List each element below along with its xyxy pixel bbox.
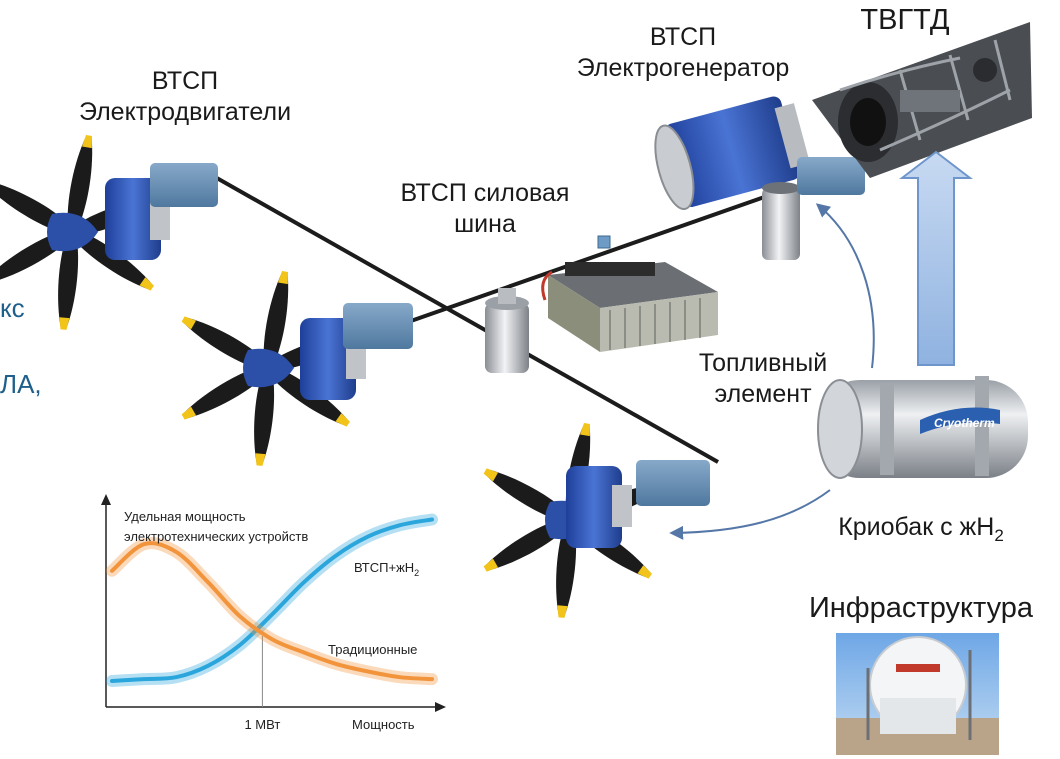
propeller-blade <box>67 134 93 233</box>
label-hts-bus-line-2: шина <box>454 210 516 239</box>
chart-ylabel-line-2: электротехнических устройств <box>124 529 308 544</box>
chart-series-name-hts: ВТСП+жН <box>354 560 414 575</box>
label-hts-bus-line-1: ВТСП силовая <box>400 179 570 207</box>
propeller-spinner <box>243 348 294 388</box>
propeller-spinner <box>47 212 98 252</box>
label-turbine: ТВГТД <box>860 4 950 36</box>
propeller-blade <box>58 231 79 330</box>
arrow-to-motor-3 <box>669 489 831 540</box>
propeller-blade <box>263 270 289 369</box>
label-hts-motors-line-1: ВТСП <box>151 67 219 95</box>
label-fuel-cell: Топливный элемент <box>678 348 848 411</box>
chart-series-label-hts: ВТСП+жН2 <box>354 560 419 578</box>
label-hts-bus: ВТСП силовая шина <box>380 178 590 241</box>
propeller-blade <box>254 367 275 466</box>
motor-unit-2 <box>181 270 413 466</box>
power-density-chart: Удельная мощность электротехнических уст… <box>101 494 446 732</box>
chart-series-label-traditional: Традиционные <box>328 642 417 657</box>
label-cryo-tank: Криобак с жН2 <box>806 512 1036 546</box>
hydrogen-supply-arrow-up <box>899 150 973 366</box>
label-fuel-cell-line-2: элемент <box>714 380 812 409</box>
label-hts-generator: ВТСП Электрогенератор <box>552 22 814 85</box>
label-hts-motors: ВТСП Электродвигатели <box>60 66 310 129</box>
label-fuel-cell-line-1: Топливный <box>698 349 828 377</box>
label-hts-generator-line-1: ВТСП <box>649 23 717 51</box>
motor-controller-box-3 <box>636 460 710 506</box>
motor-unit-3 <box>483 422 710 618</box>
cryo-tank: Cryotherm <box>817 376 1028 479</box>
motor-cable-top <box>214 175 719 464</box>
turbine-engine <box>812 22 1032 178</box>
chart-series-line-1 <box>110 541 434 682</box>
infrastructure-photo <box>836 633 999 755</box>
cryo-tank-brand: Cryotherm <box>934 416 995 430</box>
arrow-to-fuel-cell <box>815 203 875 369</box>
left-cut-text-1: кс <box>0 293 25 323</box>
chart-series-sub-hts: 2 <box>414 568 419 578</box>
left-cut-text-2: ЛА, <box>0 369 42 399</box>
generator-controller-box <box>797 157 865 195</box>
label-hts-generator-line-2: Электрогенератор <box>576 54 790 83</box>
chart-ylabel-line-1: Удельная мощность <box>124 509 246 524</box>
hts-power-bus <box>407 186 791 324</box>
motor-controller-box-1 <box>150 163 218 207</box>
power-cables <box>214 175 791 464</box>
chart-x-marker-label: 1 МВт <box>244 717 280 732</box>
hts-generator <box>654 96 865 260</box>
label-cryo-tank-text: Криобак с жН <box>838 513 995 541</box>
chart-series-line-0 <box>110 517 434 683</box>
chart-xlabel: Мощность <box>352 717 415 732</box>
label-cryo-tank-sub: 2 <box>994 526 1004 545</box>
motor-unit-1 <box>0 134 218 330</box>
motor-controller-box-2 <box>343 303 413 349</box>
label-infrastructure: Инфраструктура <box>808 592 1034 624</box>
label-hts-motors-line-2: Электродвигатели <box>78 98 292 127</box>
fuel-cell-stack <box>485 235 718 373</box>
